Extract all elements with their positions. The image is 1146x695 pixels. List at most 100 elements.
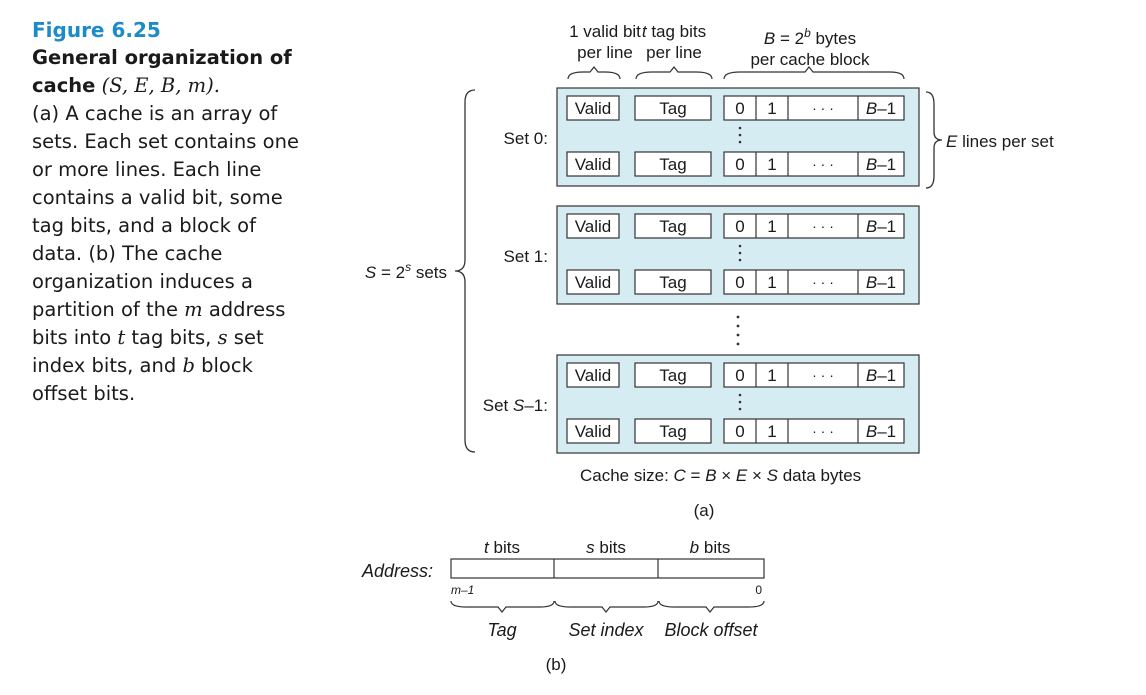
lines-ellipsis	[738, 126, 742, 144]
caption-math-var: t	[117, 326, 126, 349]
address-bar	[450, 558, 765, 579]
cache-structure-diagram: 1 valid bit per line t tag bits per line…	[365, 22, 1054, 520]
sets-brace	[454, 89, 476, 453]
block-header-brace	[723, 66, 905, 80]
byte-1-label: 1	[767, 217, 776, 236]
byte-1-label: 1	[767, 273, 776, 292]
lines-per-set-brace	[925, 91, 943, 189]
byte-last-label: B–1	[866, 217, 896, 236]
figure-title: General organization of cache	[32, 46, 292, 97]
figure-caption: Figure 6.25 General organization of cach…	[32, 16, 304, 408]
valid-label: Valid	[575, 366, 612, 385]
byte-1-label: 1	[767, 366, 776, 385]
set-bits-header: s bits	[586, 538, 626, 557]
caption-text-run: block offset bits.	[32, 354, 253, 405]
byte-ellipsis: · · ·	[812, 218, 834, 234]
lines-per-set-label: E lines per set	[946, 132, 1054, 151]
byte-0-label: 0	[735, 99, 744, 118]
address-label: Address:	[361, 561, 433, 581]
byte-0-label: 0	[735, 422, 744, 441]
field-name-block-offset: Block offset	[664, 620, 758, 640]
byte-ellipsis: · · ·	[812, 156, 834, 172]
tag-label: Tag	[659, 422, 686, 441]
byte-last-label: B–1	[866, 99, 896, 118]
header-block-line2: per cache block	[750, 50, 870, 69]
bit-low-label: 0	[755, 583, 762, 597]
set-label: Set S–1:	[483, 396, 548, 415]
tag-cell	[634, 362, 712, 388]
valid-bit-cell	[566, 418, 620, 444]
byte-0-label: 0	[735, 155, 744, 174]
byte-1-label: 1	[767, 422, 776, 441]
valid-label: Valid	[575, 99, 612, 118]
byte-last-label: B–1	[866, 422, 896, 441]
tag-label: Tag	[659, 366, 686, 385]
data-block	[723, 213, 905, 239]
cache-size-formula: Cache size: C = B × E × S data bytes	[580, 466, 861, 485]
caption-text-run: set index bits, and	[32, 326, 264, 377]
tag-field-brace	[450, 600, 555, 613]
byte-1-label: 1	[767, 155, 776, 174]
byte-last-label: B–1	[866, 366, 896, 385]
field-name-tag: Tag	[487, 620, 516, 640]
offset-field-brace	[658, 600, 765, 613]
figure-title-block: General organization of cache (S, E, B, …	[32, 44, 304, 100]
valid-bit-cell	[566, 213, 620, 239]
caption-text-run: tag bits,	[125, 326, 218, 349]
byte-ellipsis: · · ·	[812, 274, 834, 290]
cache-line: Valid Tag 0 1 · · · B–1	[566, 418, 905, 444]
tag-bits-header: t bits	[484, 538, 520, 557]
byte-ellipsis: · · ·	[812, 100, 834, 116]
tag-label: Tag	[659, 155, 686, 174]
header-tag-line2: per line	[646, 43, 702, 62]
valid-bit-cell	[566, 362, 620, 388]
set-label: Set 1:	[504, 247, 548, 266]
caption-math-var: m	[184, 298, 203, 321]
tag-cell	[634, 269, 712, 295]
figure-number: Figure 6.25	[32, 18, 161, 42]
tag-cell	[634, 95, 712, 121]
data-block	[723, 151, 905, 177]
caption-math-var: b	[182, 354, 195, 377]
set-label: Set 0:	[504, 129, 548, 148]
caption-text-run: address bits into	[32, 298, 286, 349]
byte-1-label: 1	[767, 99, 776, 118]
header-valid-line2: per line	[577, 43, 633, 62]
offset-bits-header: b bits	[690, 538, 731, 557]
tag-label: Tag	[659, 99, 686, 118]
valid-header-brace	[567, 66, 621, 80]
byte-0-label: 0	[735, 366, 744, 385]
figure-caption-body: (a) A cache is an array of sets. Each se…	[32, 100, 304, 408]
vertical-ellipsis-between-sets	[736, 315, 740, 346]
valid-label: Valid	[575, 217, 612, 236]
part-a-label: (a)	[694, 501, 715, 520]
header-tag-line1: t tag bits	[642, 22, 706, 41]
header-block-line1: B = 2b bytes	[764, 26, 856, 48]
byte-ellipsis: · · ·	[812, 423, 834, 439]
byte-0-label: 0	[735, 217, 744, 236]
header-valid-line1: 1 valid bit	[569, 22, 641, 41]
cache-line: Valid Tag 0 1 · · · B–1	[566, 213, 905, 239]
valid-bit-cell	[566, 95, 620, 121]
byte-last-label: B–1	[866, 273, 896, 292]
tag-cell	[634, 418, 712, 444]
cache-line: Valid Tag 0 1 · · · B–1	[566, 95, 905, 121]
bit-high-label: m–1	[451, 583, 474, 597]
valid-bit-cell	[566, 269, 620, 295]
tag-header-brace	[635, 66, 713, 80]
valid-label: Valid	[575, 422, 612, 441]
tag-label: Tag	[659, 217, 686, 236]
data-block	[723, 95, 905, 121]
data-block	[723, 269, 905, 295]
valid-label: Valid	[575, 273, 612, 292]
lines-ellipsis	[738, 244, 742, 262]
caption-text-run: (a) A cache is an array of sets. Each se…	[32, 102, 299, 321]
set-field-brace	[554, 600, 659, 613]
